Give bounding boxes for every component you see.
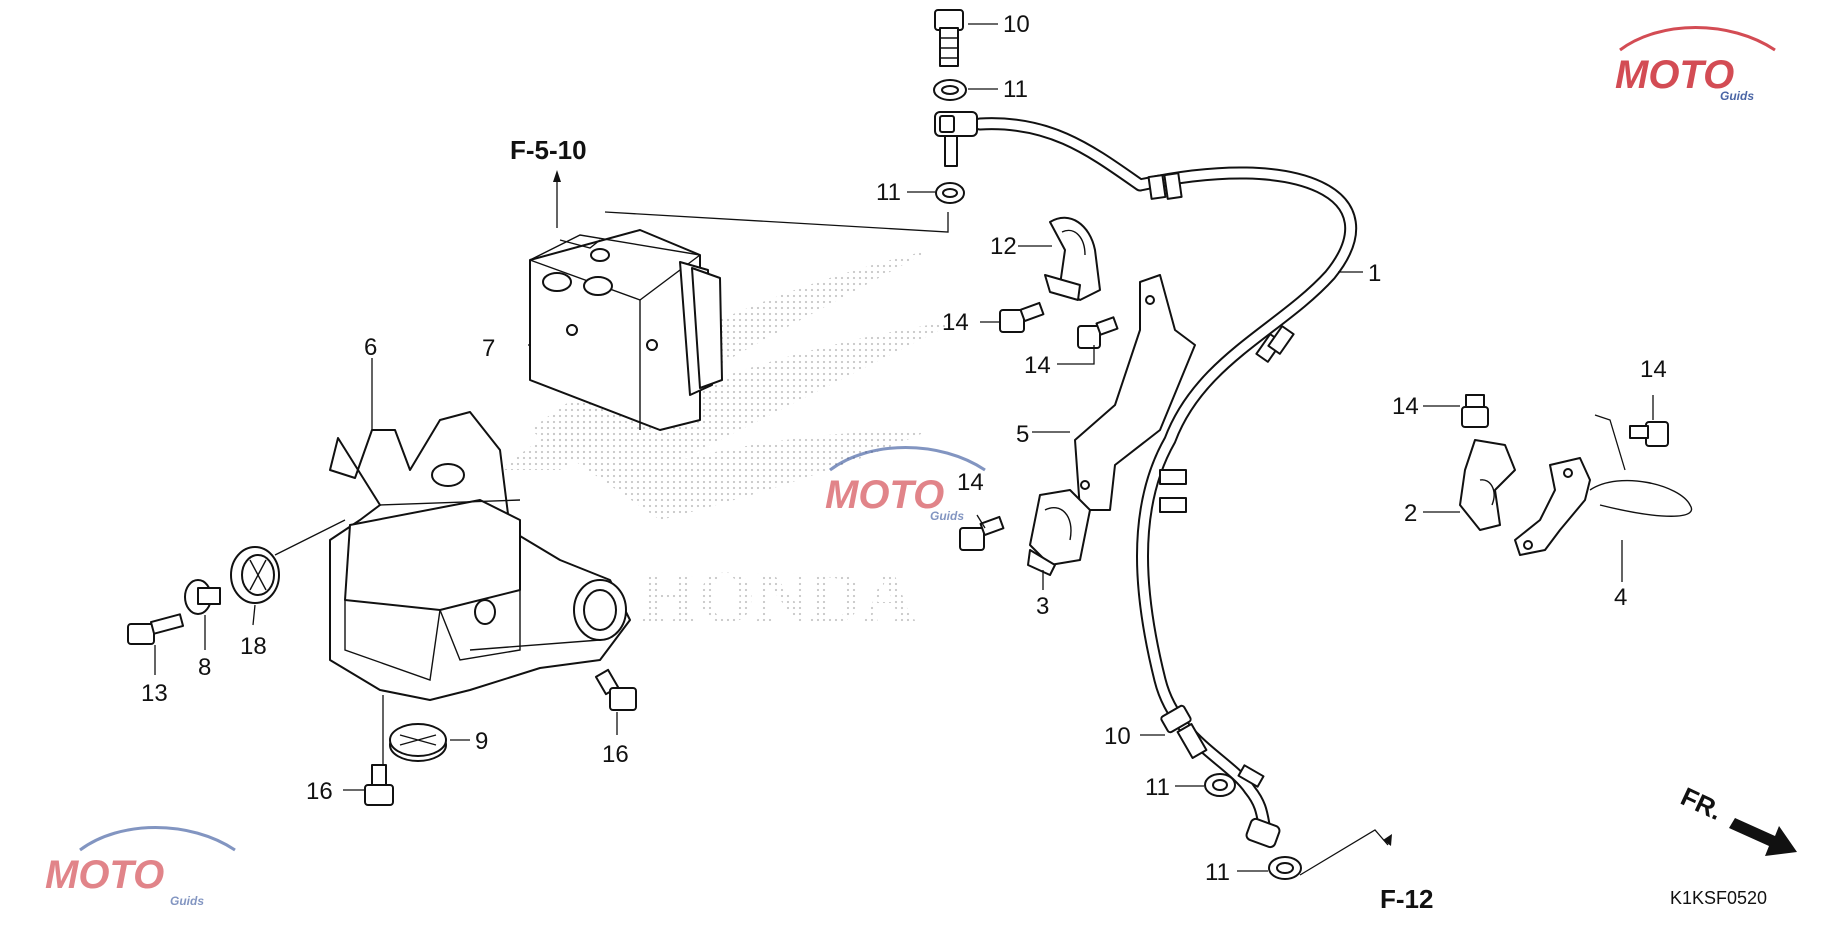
clamp-12	[1044, 216, 1101, 301]
leader-lines	[154, 23, 1654, 876]
watermark-top-right: MOTO Guids	[1615, 26, 1776, 103]
label-rubber-bottom: 9	[475, 728, 488, 755]
bottom-banjo-fitting	[1245, 817, 1281, 849]
label-washer-top-2: 11	[876, 179, 901, 206]
bolt-14-d	[1461, 394, 1489, 428]
label-clamp-top: 12	[990, 233, 1017, 260]
watermark-bottom-left: MOTO Guids	[45, 826, 236, 908]
label-bracket: 6	[364, 334, 377, 361]
rubber-mount-18	[230, 546, 280, 604]
label-clamp-center: 3	[1036, 593, 1049, 620]
stay-4	[1514, 457, 1693, 556]
label-modulator: 7	[482, 335, 495, 362]
watermark-subtext: Guids	[170, 894, 204, 908]
label-bolt-14-a: 14	[942, 309, 969, 336]
label-washer-top-1: 11	[1003, 76, 1028, 103]
label-bolt-14-e: 14	[1640, 356, 1667, 383]
label-bolt-14-d: 14	[1392, 393, 1419, 420]
modulator-bracket	[329, 411, 631, 701]
bolt-16-bottom	[364, 764, 394, 806]
bolt-16-right	[594, 668, 637, 711]
stay-5	[1074, 274, 1196, 511]
reference-f-5-10: F-5-10	[510, 135, 587, 165]
bolt-10-bottom	[1160, 704, 1208, 759]
watermark-subtext: Guids	[930, 509, 964, 523]
label-rubber-left: 18	[240, 633, 267, 660]
watermark-center: MOTO Guids	[825, 446, 986, 523]
clamp-3	[1027, 489, 1091, 576]
label-collar: 8	[198, 654, 211, 681]
reference-f-12: F-12	[1380, 884, 1433, 914]
front-label: FR.	[1676, 781, 1727, 826]
bolt-14-c	[959, 515, 1005, 551]
label-bolt-16-a: 16	[602, 741, 629, 768]
watermark-text: MOTO	[1615, 53, 1734, 97]
label-stay-center: 5	[1016, 421, 1029, 448]
watermark-subtext: Guids	[1720, 89, 1754, 103]
label-washer-bottom-1: 11	[1145, 774, 1170, 801]
label-bolt-14-b: 14	[1024, 352, 1051, 379]
bolt-10-top	[934, 9, 964, 67]
label-bolt-top: 10	[1003, 11, 1030, 38]
abs-modulator	[529, 229, 723, 431]
label-clamp-right: 2	[1404, 500, 1417, 527]
label-stay-right: 4	[1614, 584, 1627, 611]
bolt-14-b	[1077, 316, 1119, 349]
label-bolt-14-c: 14	[957, 469, 984, 496]
label-hose: 1	[1368, 260, 1381, 287]
bolt-14-e	[1629, 421, 1669, 447]
brake-hose	[973, 117, 1358, 837]
bolt-14-a	[999, 301, 1045, 333]
clamp-2	[1459, 439, 1516, 531]
label-bolt-left: 13	[141, 680, 168, 707]
watermark-text: MOTO	[45, 853, 164, 897]
diagram-code: K1KSF0520	[1670, 888, 1767, 908]
washers	[933, 79, 1302, 880]
watermark-text: MOTO	[825, 473, 944, 517]
collar-8	[184, 579, 221, 615]
rubber-mount-9	[389, 723, 447, 762]
label-washer-bottom-2: 11	[1205, 859, 1230, 886]
label-bolt-16-b: 16	[306, 778, 333, 805]
honda-logo-text: HONDA	[640, 557, 915, 639]
front-arrow-icon	[1729, 818, 1797, 856]
top-banjo-fitting	[934, 111, 978, 167]
front-direction-indicator: FR.	[1676, 781, 1797, 856]
bolt-13	[127, 613, 185, 645]
label-bolt-bottom: 10	[1104, 723, 1131, 750]
